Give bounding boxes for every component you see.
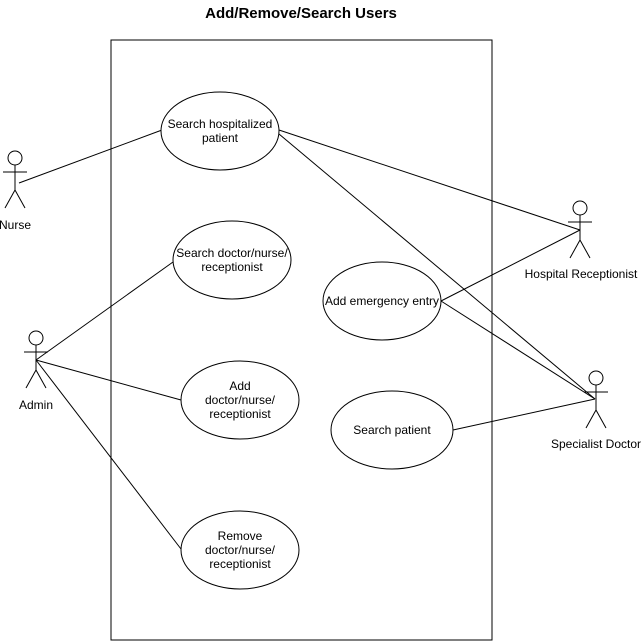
use-case-label: Search patient xyxy=(353,423,431,437)
use-case-ellipse xyxy=(180,360,300,440)
actor-stick-figure-icon xyxy=(585,409,597,429)
use-case-label: receptionist xyxy=(209,557,271,571)
actor-admin: Admin xyxy=(19,330,53,412)
use-case-label: Add emergency entry xyxy=(325,294,439,308)
actor-doctor: Specialist Doctor xyxy=(551,370,641,451)
associations xyxy=(18,129,596,550)
actor-label: Specialist Doctor xyxy=(551,437,641,451)
actor-label: Hospital Receptionist xyxy=(525,267,638,281)
actor-head-icon xyxy=(28,330,44,346)
actor-head-icon xyxy=(572,200,588,216)
actor-stick-figure-icon xyxy=(569,239,581,259)
actor-receptionist: Hospital Receptionist xyxy=(525,200,638,281)
actor-stick-figure-icon xyxy=(595,409,607,429)
actor-nurse: Nurse xyxy=(0,150,31,232)
use-case-label: receptionist xyxy=(201,260,263,274)
actor-head-icon xyxy=(7,150,23,166)
association-nurse-search-hosp xyxy=(18,129,163,184)
use-case-label: patient xyxy=(202,131,239,145)
actor-stick-figure-icon xyxy=(14,189,26,209)
use-case-label: Add xyxy=(229,379,250,393)
use-case-label: doctor/nurse/ xyxy=(205,543,276,557)
use-case-ellipse xyxy=(322,261,442,341)
use-case-ellipse xyxy=(330,390,454,470)
actor-head-icon xyxy=(588,370,604,386)
use-case-ellipse xyxy=(180,510,300,590)
use-case-add-emergency: Add emergency entry xyxy=(322,261,442,341)
association-admin-add-staff xyxy=(35,359,182,401)
association-receptionist-search-hosp xyxy=(278,129,581,231)
actor-label: Admin xyxy=(19,398,53,412)
association-doctor-add-emergency xyxy=(440,300,596,400)
association-admin-search-staff xyxy=(35,261,174,361)
use-case-label: doctor/nurse/ xyxy=(205,393,276,407)
association-doctor-search-patient xyxy=(452,398,596,431)
use-case-ellipse xyxy=(160,91,280,171)
actor-stick-figure-icon xyxy=(4,189,16,209)
association-admin-remove-staff xyxy=(35,359,182,550)
use-case-search-patient: Search patient xyxy=(330,390,454,470)
use-case-label: Search doctor/nurse/ xyxy=(176,246,288,260)
association-receptionist-add-emergency xyxy=(440,229,581,302)
actor-stick-figure-icon xyxy=(25,369,37,389)
system-boundary xyxy=(110,39,493,641)
actor-label: Nurse xyxy=(0,218,31,232)
use-case-ellipse xyxy=(172,220,292,300)
use-case-search-staff: Search doctor/nurse/receptionist xyxy=(172,220,292,300)
actor-stick-figure-icon xyxy=(35,369,47,389)
use-case-label: receptionist xyxy=(209,407,271,421)
actor-stick-figure-icon xyxy=(579,239,591,259)
diagram-title: Add/Remove/Search Users xyxy=(205,5,397,22)
use-case-label: Search hospitalized xyxy=(168,117,273,131)
association-doctor-search-hosp xyxy=(278,133,596,400)
use-case-label: Remove xyxy=(218,529,263,543)
